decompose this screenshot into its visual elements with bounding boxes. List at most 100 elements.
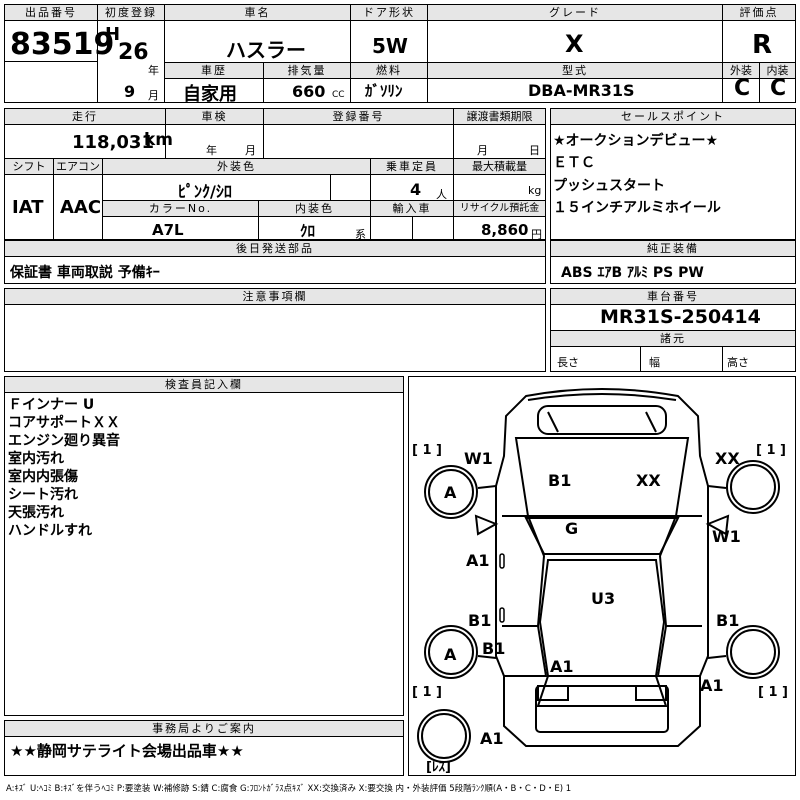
recycle-unit: 円 (531, 228, 542, 241)
mark-a1-rear-center: A1 (550, 657, 574, 676)
car-name-label: 車名 (165, 5, 350, 21)
sales-points-box (550, 108, 796, 240)
interior-label: 内装色 (259, 201, 370, 217)
year-unit: 年 (148, 64, 159, 77)
ac-label: エアコン (54, 159, 102, 175)
specs-label: 諸元 (551, 331, 795, 347)
width-label: 幅 (649, 356, 660, 369)
shift-label: シフト (5, 159, 53, 175)
later-parts-label: 後日発送部品 (5, 241, 545, 257)
inspection-month-unit: 月 (245, 144, 256, 157)
inspector-line-3: エンジン廻り異音 (8, 433, 120, 449)
interior-color: ｸﾛ (300, 222, 316, 240)
history: 自家用 (183, 84, 237, 105)
notes-box (4, 288, 546, 372)
car-name: ハスラー (226, 38, 306, 62)
mark-b1-hood: B1 (548, 471, 571, 490)
sales-point-3: プッシュスタート (553, 178, 665, 194)
capacity: 4 (410, 180, 422, 199)
inspector-line-7: 天張汚れ (8, 505, 64, 521)
later-parts: 保証書 車両取説 予備ｷｰ (10, 265, 160, 281)
color-label: 外装色 (103, 159, 370, 175)
bracket-rear-right: [ 1 ] (758, 685, 788, 700)
notes-label: 注意事項欄 (5, 289, 545, 305)
reg-number-label: 登録番号 (264, 109, 453, 125)
grade-label: グレード (428, 5, 722, 21)
inspection-label: 車検 (166, 109, 263, 125)
inspector-box (4, 376, 404, 716)
import-label: 輸入車 (371, 201, 453, 217)
sales-point-1: ★オークションデビュー★ (553, 133, 719, 149)
sales-point-2: ＥＴＣ (553, 155, 595, 171)
ac: AAC (60, 197, 102, 218)
height-label: 高さ (727, 356, 749, 369)
model-code: DBA-MR31S (528, 81, 635, 100)
load-label: 最大積載量 (454, 159, 545, 175)
inspector-line-8: ハンドルすれ (8, 523, 92, 539)
history-label: 車歴 (165, 63, 263, 79)
inspector-line-6: シート汚れ (8, 487, 78, 503)
legend: A:ｷｽﾞ U:ﾍｺﾐ B:ｷｽﾞを伴うﾍｺﾐ P:要塗装 W:補修跡 S:錆 … (6, 784, 572, 794)
ext-label: 外装 (723, 63, 759, 79)
transfer-day-unit: 日 (529, 144, 540, 157)
ext-score: C (734, 76, 751, 101)
inspector-line-1: Ｆインナー U (8, 397, 95, 413)
color-no-label: カラーNo. (103, 201, 258, 217)
model-label: 型式 (428, 63, 722, 79)
equipment: ABS ｴｱB ｱﾙﾐ PS PW (561, 265, 704, 281)
mark-w1-front-left: W1 (464, 449, 493, 468)
car-damage-diagram: W1 B1 XX XX A G W1 A1 U3 B1 B1 A B1 A1 A… (412, 388, 788, 775)
mark-b1-rear-left: B1 (482, 639, 505, 658)
mark-a1-rear-right: A1 (700, 676, 724, 695)
int-label: 内装 (760, 63, 795, 79)
mark-a-front-left-wheel: A (444, 483, 457, 502)
later-parts-box (4, 240, 546, 284)
era-letter: H (105, 24, 121, 45)
fuel-label: 燃料 (351, 63, 427, 79)
equipment-box (550, 240, 796, 284)
lot-number: 83519 (10, 27, 115, 62)
recycle-label: リサイクル預託金 (454, 201, 545, 217)
bracket-front-left: [ 1 ] (412, 443, 442, 458)
mileage-unit: km (144, 130, 174, 150)
load-unit: kg (528, 184, 542, 197)
cc-unit: CC (332, 90, 345, 100)
inspector-label: 検査員記入欄 (5, 377, 403, 393)
exterior-color: ﾋﾟﾝｸ/ｼﾛ (178, 182, 232, 201)
capacity-label: 乗車定員 (371, 159, 453, 175)
reg-year: 26 (118, 40, 149, 65)
inspector-line-2: コアサポートＸＸ (8, 415, 120, 431)
grade: X (565, 30, 584, 58)
bracket-front-right: [ 1 ] (756, 443, 786, 458)
recycle-fee: 8,860 (481, 221, 529, 239)
inspector-line-4: 室内汚れ (8, 451, 64, 467)
int-score: C (770, 76, 787, 101)
sales-point-4: １５インチアルミホイール (553, 200, 721, 216)
transfer-month-unit: 月 (477, 144, 488, 157)
displacement-label: 排気量 (264, 63, 350, 79)
overall-score: R (752, 30, 773, 60)
mark-xx-right: XX (715, 449, 740, 468)
color-number: A7L (152, 221, 184, 239)
fuel: ｶﾞｿﾘﾝ (365, 82, 403, 100)
office-box (4, 720, 404, 776)
equipment-label: 純正装備 (551, 241, 795, 257)
door-label: ドア形状 (351, 5, 427, 21)
vehicle-details (4, 108, 546, 240)
capacity-unit: 人 (436, 188, 447, 201)
chassis-label: 車台番号 (551, 289, 795, 305)
door-type: 5W (372, 34, 408, 58)
mark-b1-left-rear: B1 (468, 611, 491, 630)
score-label: 評価点 (723, 5, 795, 21)
mark-u3-roof: U3 (591, 589, 615, 608)
reg-month: 9 (124, 82, 136, 101)
inspection-year-unit: 年 (206, 144, 217, 157)
transfer-label: 譲渡書類期限 (454, 109, 545, 125)
length-label: 長さ (557, 356, 579, 369)
mileage: 118,031 (72, 132, 154, 153)
vehicle-header (4, 4, 796, 103)
interior-unit: 系 (355, 228, 366, 241)
lot-label: 出品番号 (5, 5, 97, 21)
mark-w1-right: W1 (712, 527, 741, 546)
shift: IAT (12, 197, 44, 218)
